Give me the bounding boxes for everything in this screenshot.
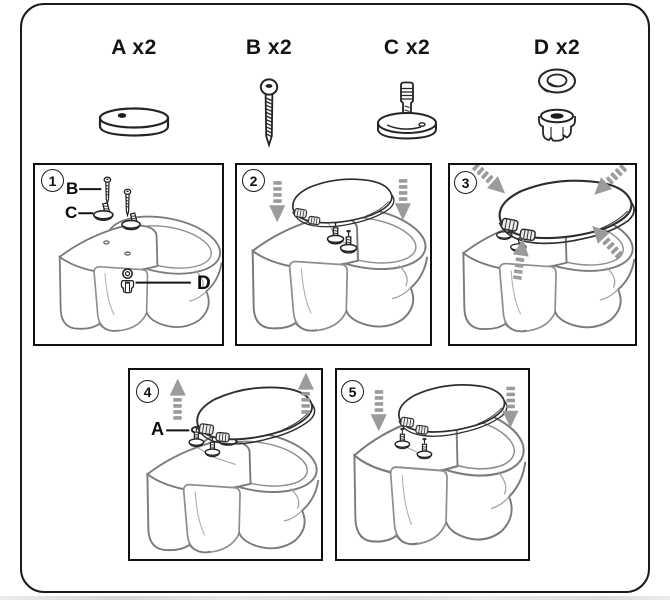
step-1-illustration xyxy=(58,176,222,333)
step-2-number: 2 xyxy=(249,172,258,189)
step-1-number-badge: 1 xyxy=(41,169,64,192)
down-arrow-icon-right xyxy=(394,179,411,221)
part-label-c: C x2 xyxy=(383,36,431,59)
step-2-illustration xyxy=(251,175,430,332)
step-3-illustration xyxy=(462,165,635,333)
step-1-number: 1 xyxy=(48,172,57,189)
hinge-stud-c-loose xyxy=(93,202,114,222)
step-3-panel: 3 xyxy=(448,163,637,346)
step-5-number-badge: 5 xyxy=(341,380,364,403)
screw-b-loose xyxy=(103,176,112,204)
step-5-illustration xyxy=(353,379,528,546)
step-4-illustration xyxy=(146,372,321,554)
down-arrow-icon-left xyxy=(269,181,286,223)
screw-b-loose-2 xyxy=(123,188,132,216)
callout-a-label: A xyxy=(151,419,164,439)
step-4-panel: 4 A xyxy=(128,368,323,561)
step-3-number: 3 xyxy=(461,174,470,191)
bottom-edge-artifact xyxy=(0,596,670,600)
seat-cap-disc-icon xyxy=(98,107,170,137)
step-2-number-badge: 2 xyxy=(242,169,265,192)
step-4-number-badge: 4 xyxy=(136,380,159,403)
screw-icon xyxy=(259,78,279,149)
part-label-d: D x2 xyxy=(533,36,581,59)
hinge-stud-c-installed xyxy=(121,212,141,231)
part-label-a: A x2 xyxy=(111,36,157,59)
alignment-line xyxy=(197,446,236,465)
step-5-panel: 5 xyxy=(335,368,530,561)
callout-d-label: D xyxy=(197,273,211,294)
step-2-panel: 2 xyxy=(235,163,432,346)
washer-nut-d-detail xyxy=(120,268,135,294)
callout-c-label: C xyxy=(65,203,78,222)
down-arrow-icon-right xyxy=(502,386,519,428)
toilet-illustration xyxy=(58,207,222,333)
down-arrow-icon-left xyxy=(370,390,387,432)
part-label-b: B x2 xyxy=(245,36,293,59)
step-3-number-badge: 3 xyxy=(454,171,477,194)
callout-leader-lines xyxy=(78,188,191,284)
callout-b-label: B xyxy=(66,179,79,198)
up-arrow-icon-left xyxy=(169,378,186,420)
step-5-number: 5 xyxy=(348,383,357,400)
step-4-number: 4 xyxy=(143,383,152,400)
washer-and-nut-icon xyxy=(538,68,576,142)
step-1-panel: 1 B C D xyxy=(33,163,224,346)
hinge-stud-base-icon xyxy=(377,81,437,140)
